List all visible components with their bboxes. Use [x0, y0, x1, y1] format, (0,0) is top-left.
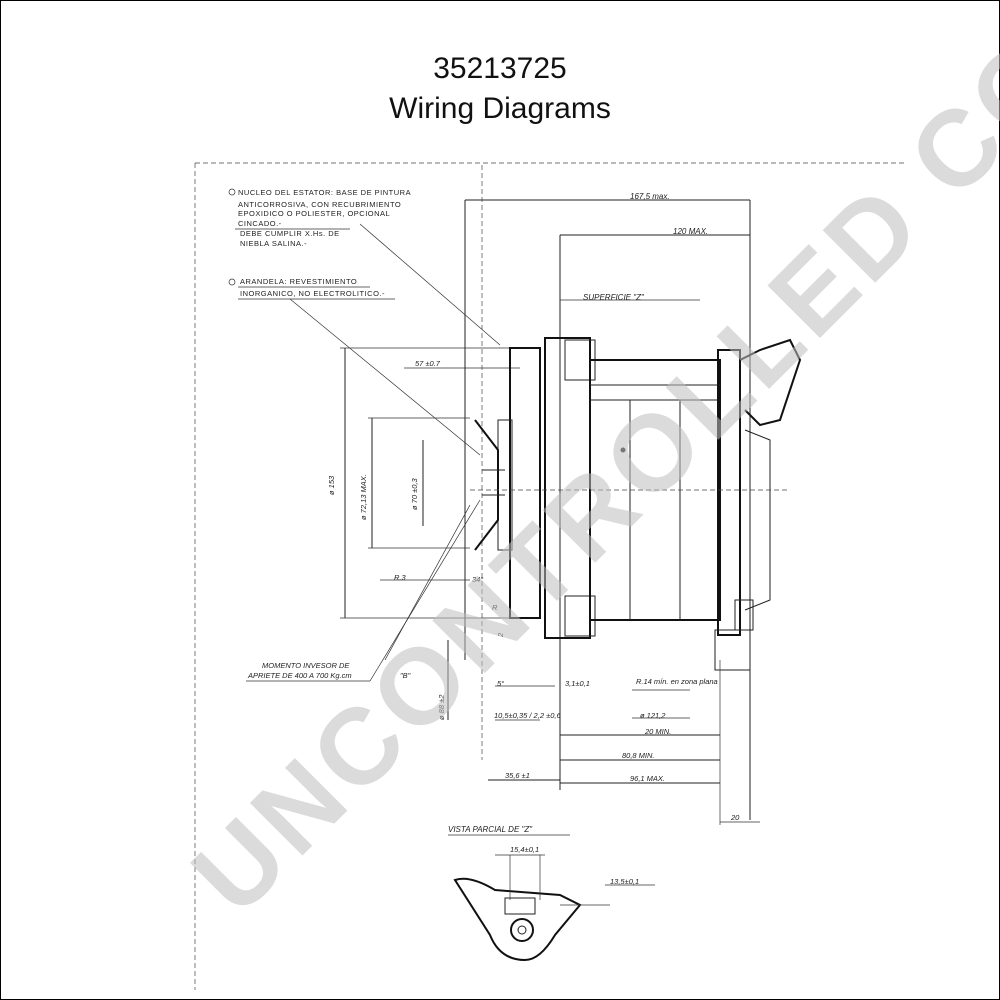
note-torque-line-2: APRIETE DE 400 A 700 Kg.cm	[247, 671, 352, 680]
dim-80-8: 80,8 MIN.	[622, 751, 655, 760]
dim-pulley-offset: 57 ±0.7	[415, 359, 441, 368]
dim-35-6: 35,6 ±1	[505, 771, 530, 780]
dim-body-length: 120 MAX.	[673, 227, 708, 236]
note-stator-line-3: EPOXIDICO O POLIESTER, OPCIONAL	[238, 209, 390, 218]
dim-dia-70: ø 70 ±0,3	[410, 478, 419, 510]
dim-20-min: 20 MIN.	[644, 727, 671, 736]
dim-dia-153: ø 153	[327, 475, 336, 495]
note-salt-line-2: NIEBLA SALINA.-	[240, 239, 307, 248]
dim-10-5: 10,5±0,35 / 2,2 ±0,6	[494, 711, 561, 720]
dim-radius-14: R.14 mín. en zona plana	[636, 677, 718, 686]
dim-dia-88: ø 88 ±2	[437, 694, 446, 720]
note-torque: MOMENTO INVESOR DE APRIETE DE 400 A 700 …	[246, 499, 481, 682]
part-number: 35213725	[433, 52, 567, 85]
dim-angle-5: 5°	[497, 679, 504, 688]
partial-view-z: VISTA PARCIAL DE "Z" 15,4±0,1 13,5±0,1	[448, 825, 655, 962]
note-stator: NUCLEO DEL ESTATOR: BASE DE PINTURA ANTI…	[228, 188, 501, 346]
note-torque-line-1: MOMENTO INVESOR DE	[262, 661, 350, 670]
note-washer-line-1: ARANDELA: REVESTIMIENTO	[240, 277, 357, 286]
dim-radius-3: R.3	[394, 573, 407, 582]
dim-15-4: 15,4±0,1	[510, 845, 539, 854]
dim-3-1: 3,1±0,1	[565, 679, 590, 688]
note-stator-line-2: ANTICORROSIVA, CON RECUBRIMIENTO	[238, 200, 401, 209]
dim-2: 2	[496, 632, 505, 638]
dim-13-5: 13,5±0,1	[610, 877, 639, 886]
partial-view-label: VISTA PARCIAL DE "Z"	[448, 825, 533, 834]
note-stator-line-1: NUCLEO DEL ESTATOR: BASE DE PINTURA	[238, 188, 411, 197]
dim-label-b: "B"	[400, 671, 411, 680]
dim-20: 20	[730, 813, 740, 822]
alternator-outline	[470, 337, 802, 671]
note-washer-line-2: INORGANICO, NO ELECTROLITICO.-	[240, 289, 385, 298]
note-salt-line-1: DEBE CUMPLIR X.Hs. DE	[240, 229, 340, 238]
dim-dia-72: ø 72,13 MAX.	[359, 474, 368, 520]
page-title: Wiring Diagrams	[389, 92, 611, 125]
dim-dia-121: ø 121,2	[640, 711, 666, 720]
dim-angle-34: 34°	[472, 575, 483, 584]
dim-96-1: 96,1 MAX.	[630, 774, 665, 783]
dim-overall-length: 167,5 max.	[630, 192, 670, 201]
watermark: UNCONTROLLED COPY	[169, 0, 1000, 936]
note-stator-line-4: CINCADO.-	[238, 219, 282, 228]
note-washer: ARANDELA: REVESTIMIENTO INORGANICO, NO E…	[228, 277, 481, 456]
dim-surface-z: SUPERFICIE "Z"	[583, 293, 645, 302]
dim-radius-r: R	[492, 603, 498, 612]
